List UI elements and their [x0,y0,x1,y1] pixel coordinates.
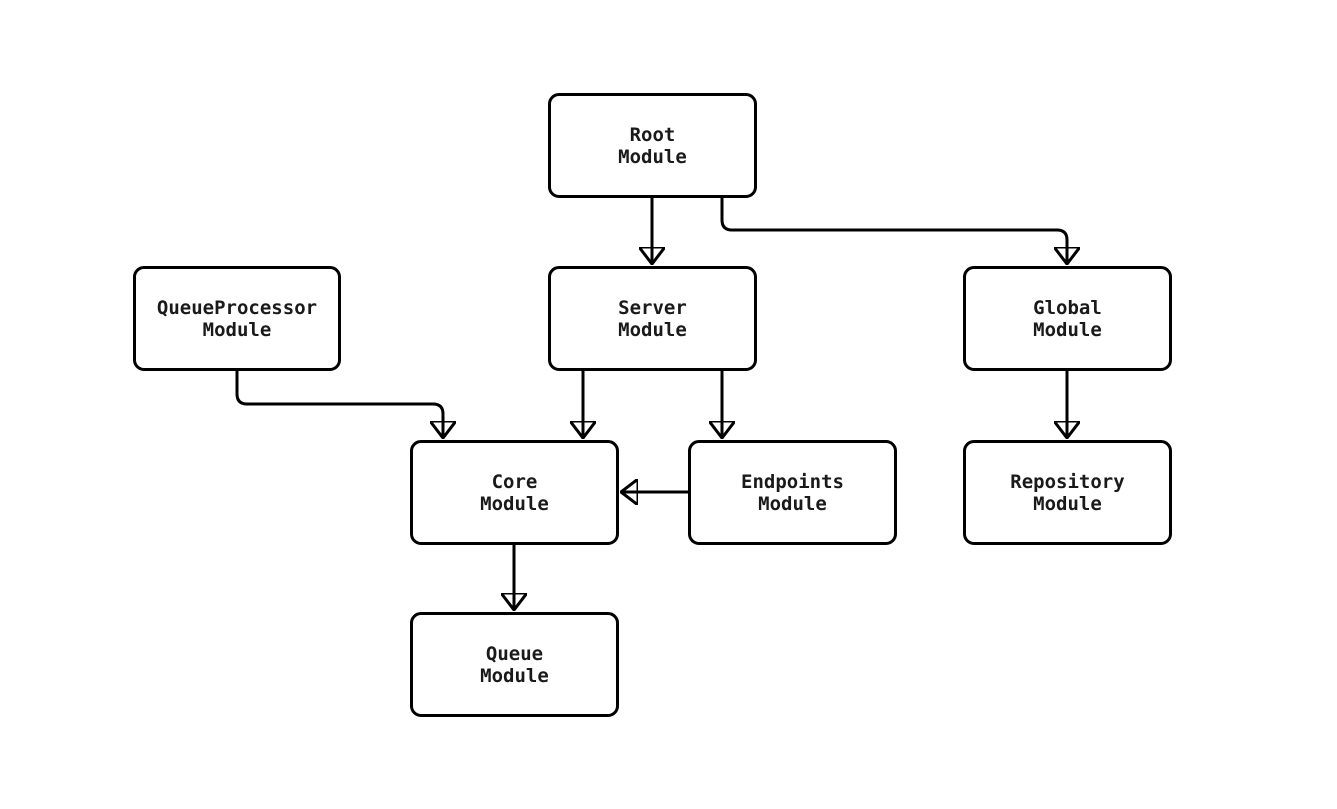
node-label: Core Module [480,470,549,515]
node-label: Server Module [618,296,687,341]
edge-root-to-global [720,198,1067,263]
node-server-module: Server Module [548,266,757,371]
node-label: Repository Module [1010,470,1125,515]
node-core-module: Core Module [410,440,619,545]
node-queueprocessor-module: QueueProcessor Module [133,266,341,371]
node-repository-module: Repository Module [963,440,1172,545]
node-label: Global Module [1033,296,1102,341]
edge-queueprocessor-to-core [235,371,443,437]
node-root-module: Root Module [548,93,757,198]
node-label: QueueProcessor Module [156,296,318,341]
node-label: Queue Module [480,642,549,687]
node-queue-module: Queue Module [410,612,619,717]
node-endpoints-module: Endpoints Module [688,440,897,545]
node-global-module: Global Module [963,266,1172,371]
node-label: Endpoints Module [741,470,844,515]
node-label: Root Module [618,123,687,168]
